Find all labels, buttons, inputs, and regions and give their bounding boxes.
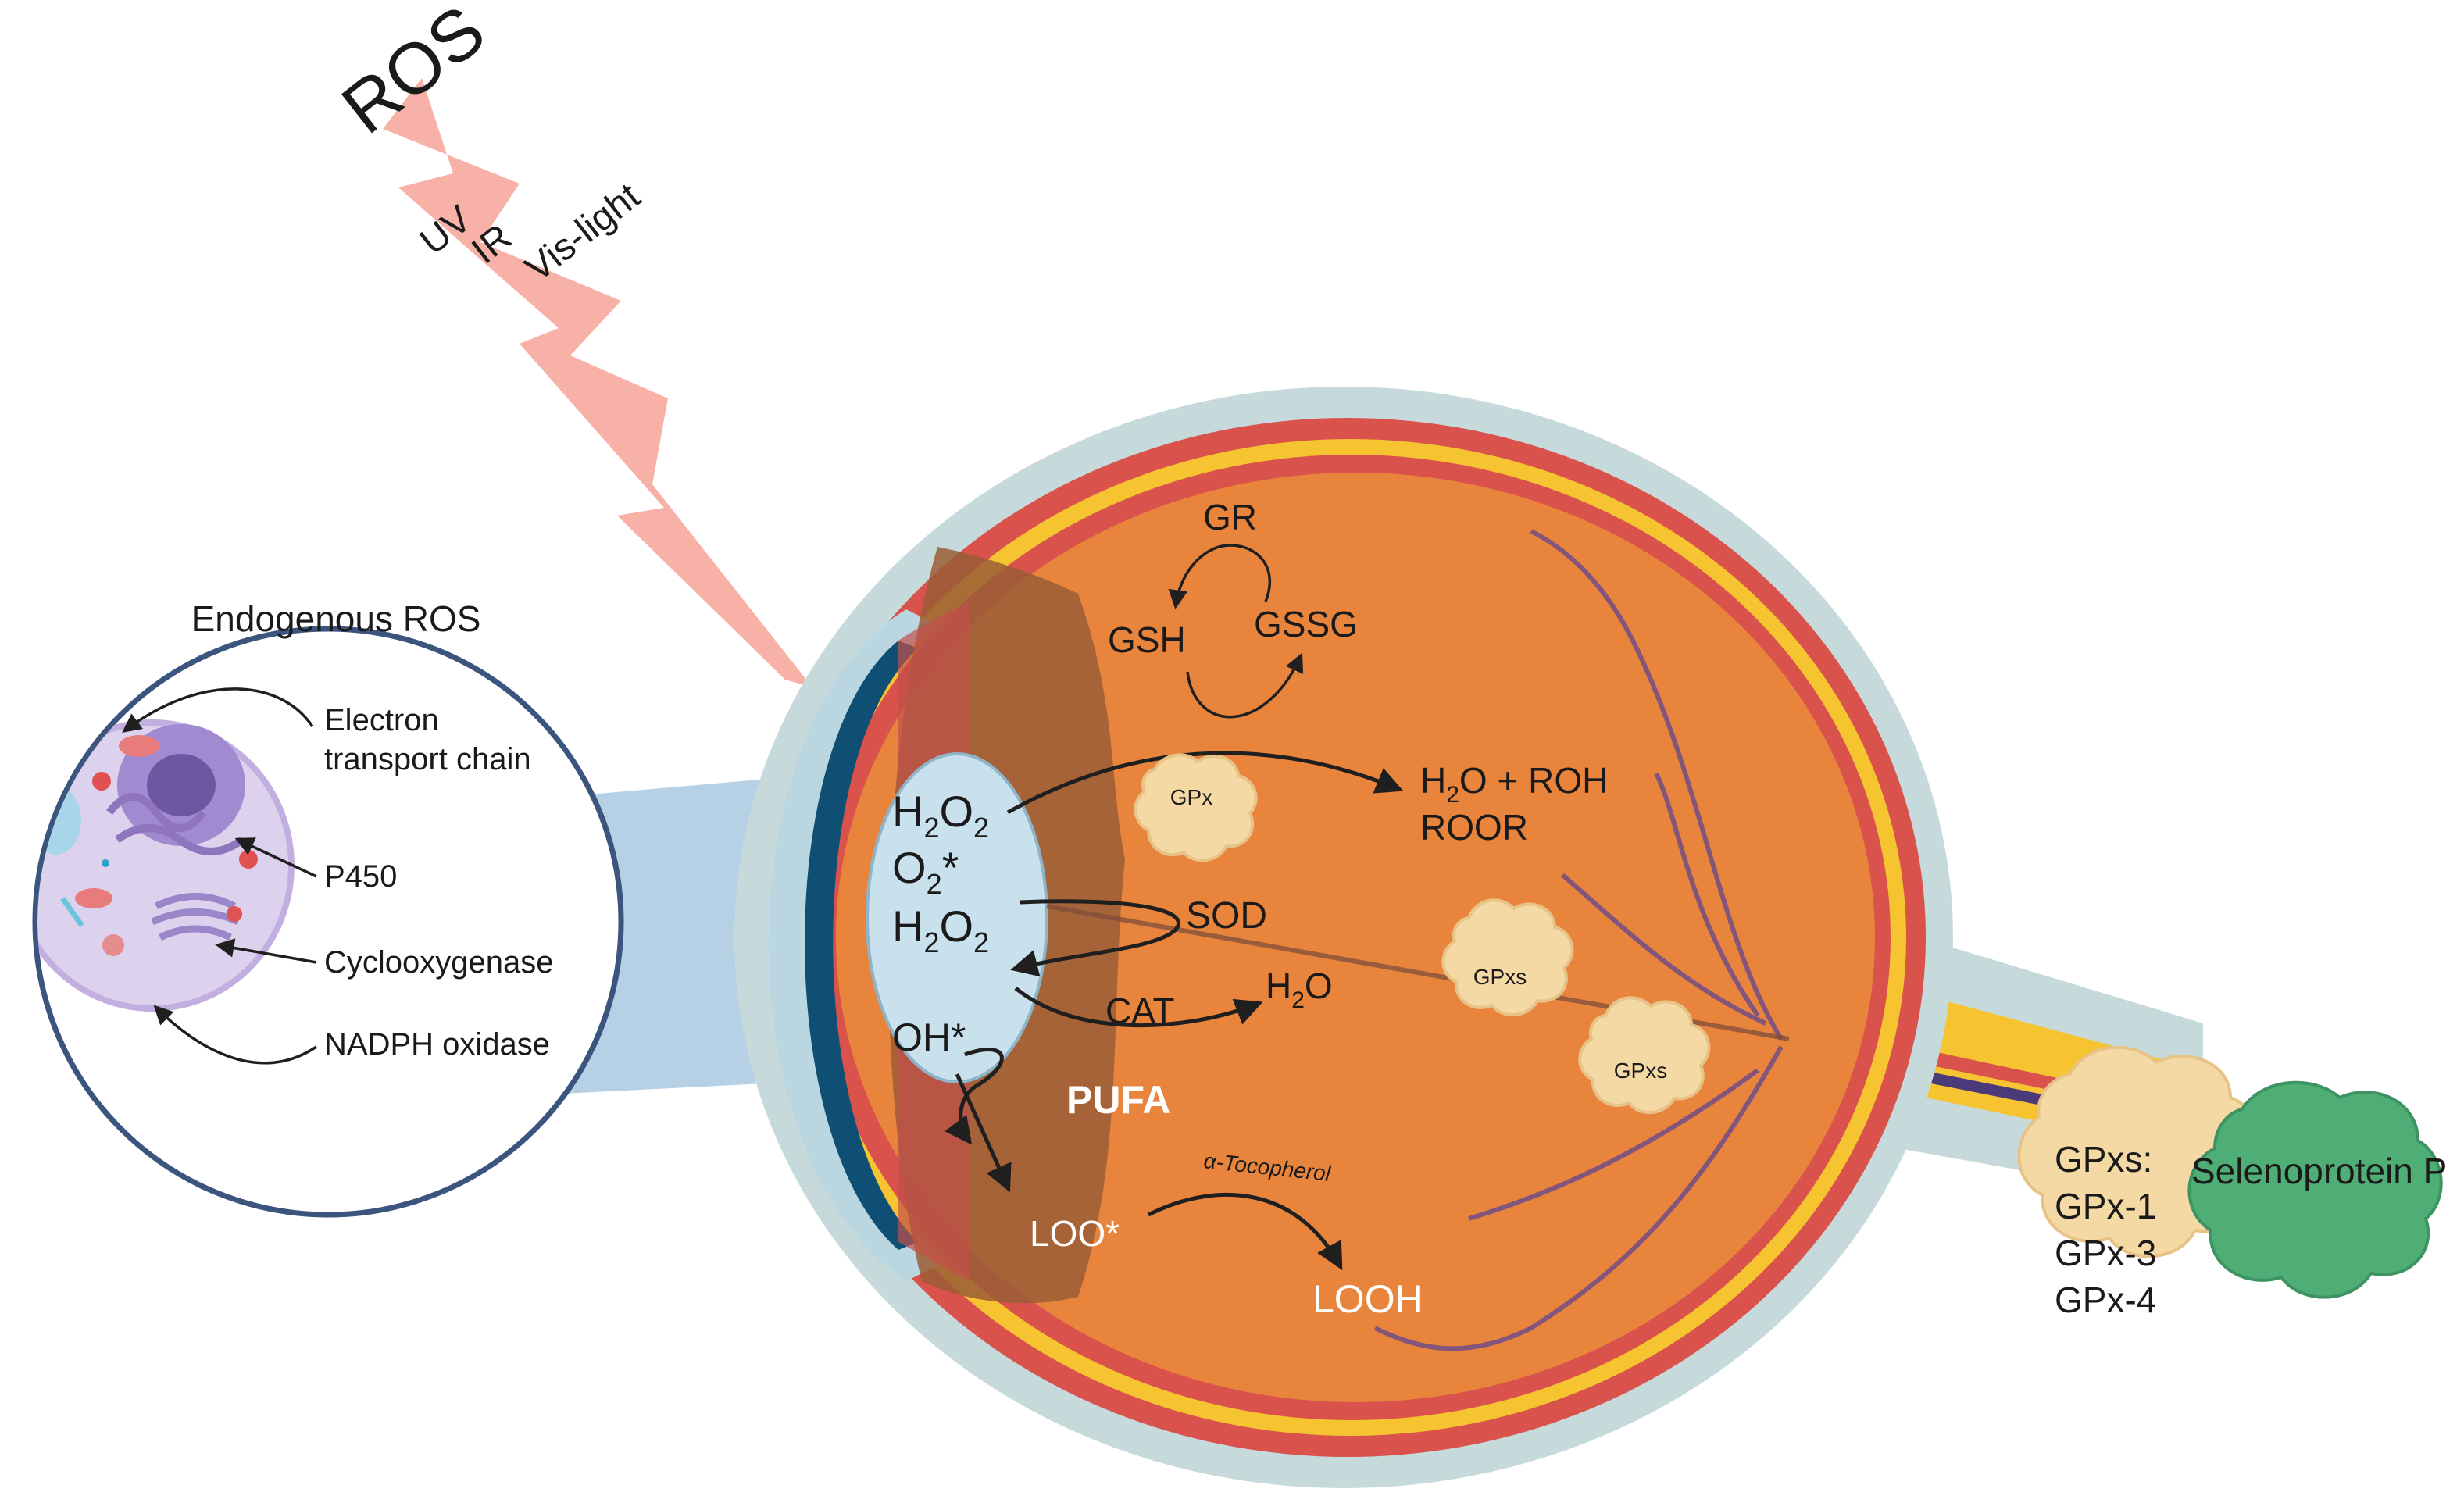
gpx-label: GPx [1170,785,1212,809]
endo-item-cyclooxygenase: Cyclooxygenase [324,945,554,980]
endogenous-ros-panel: Endogenous ROS Electron transport chain … [32,598,624,1218]
endo-item-etc-line2: transport chain [324,742,531,776]
selenoprotein-label: Selenoprotein P [2191,1151,2447,1191]
gpxs-2-label: GPxs [1614,1058,1667,1083]
lens-species: H2O2 O2* H2O2 OH* [892,787,989,1059]
enzyme-blob-icon [1578,996,1711,1115]
lens-h2o2-top: H2O2 [892,787,989,844]
glutathione-cycle: GR GSH GSSG [1108,497,1358,719]
arrow-nadph [153,1005,317,1065]
gpx-enzyme-blob: GPx [1134,753,1258,862]
looh-label: LOOH [1312,1277,1423,1321]
arrow-etc [122,687,314,733]
endo-item-etc-line1: Electron [324,703,439,737]
lens-h2o2-bottom: H2O2 [892,901,989,958]
arrow-sod [1010,899,1180,977]
sod-label: SOD [1186,895,1267,937]
arrow-p450 [234,837,317,878]
endo-item-nadph-oxidase: NADPH oxidase [324,1027,550,1062]
arrow-pufa [945,1048,1004,1145]
eye-vessels [1373,529,1784,1351]
endogenous-title: Endogenous ROS [191,598,481,639]
arrow-cat [1014,987,1263,1028]
gpx-product-line1: H2O + ROH [1420,760,1608,808]
enzyme-blob-icon [1441,898,1574,1017]
selenoprotein-blob-icon [2187,1080,2443,1299]
pufa-label: PUFA [1066,1078,1170,1122]
cycle-gssg: GSSG [1254,604,1358,644]
gpxs-blob-2: GPxs [1578,996,1711,1115]
optic-gpxs-title: GPxs: [2055,1139,2152,1180]
optic-gpx-1: GPx-1 [2055,1186,2156,1226]
endo-item-p450: P450 [324,859,397,894]
eye-cross-section-icon [734,387,1953,1488]
gpxs-blob-1: GPxs [1441,898,1574,1017]
arrow-cyclooxygenase [215,938,317,964]
arrow-oh-to-loo [955,1073,1012,1193]
cell-mitochondrion-1 [119,735,159,757]
cat-product: H2O [1266,966,1333,1013]
cycle-arrow-top [1168,544,1271,609]
loo-label: LOO* [1030,1213,1120,1254]
lens-o2-star: O2* [892,843,959,900]
cycle-gsh: GSH [1108,619,1186,660]
optic-gpx-4: GPx-4 [2055,1280,2156,1320]
eye-lens [866,752,1048,1083]
gpxs-1-label: GPxs [1473,965,1527,989]
eye-iris [805,641,918,1250]
arrow-tocopherol [1147,1193,1343,1271]
ros-source-vis-light: Vis-light [518,176,648,290]
cycle-gr: GR [1203,497,1257,537]
enzyme-blob-icon [1134,753,1258,862]
ros-lightning-bolt-icon [383,78,812,687]
eye-cornea [768,609,937,1281]
cell-organelle-vacuole [37,786,81,855]
cycle-arrow-bottom [1186,652,1304,719]
arrow-gpx [1006,751,1404,815]
optic-gpx-3: GPx-3 [2055,1233,2156,1273]
gpx-product-line2: ROOR [1420,807,1528,848]
cell-mitochondrion-2 [75,888,112,908]
lens-oh-star: OH* [892,1016,966,1059]
